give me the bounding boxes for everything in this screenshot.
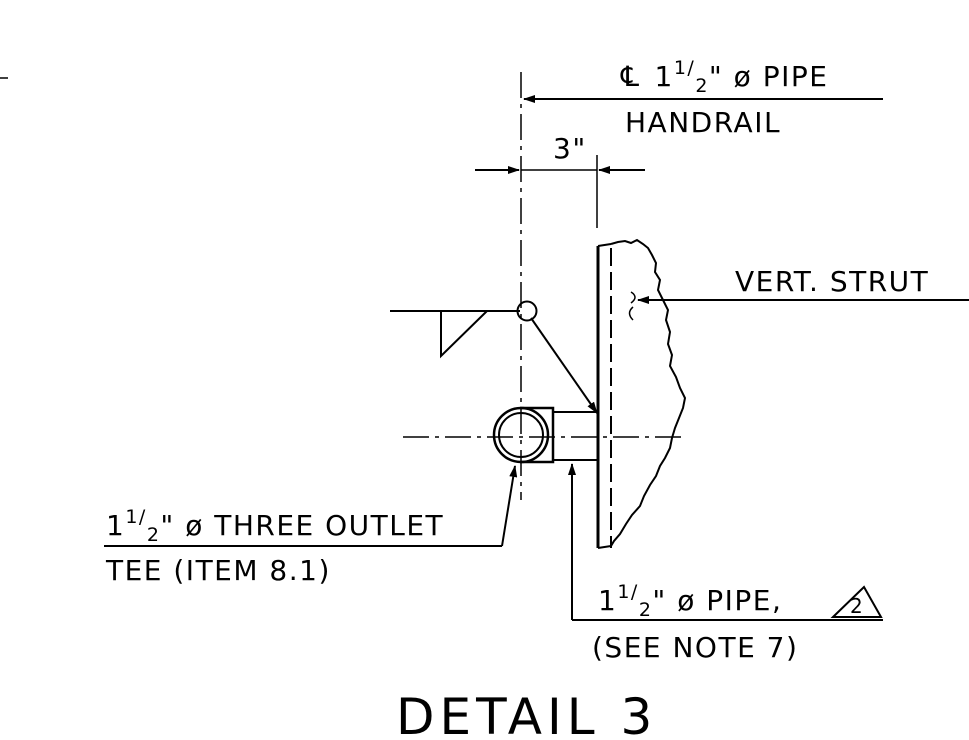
strut-break-line bbox=[610, 238, 687, 547]
tee-body bbox=[520, 406, 555, 464]
strut-label: VERT. STRUT bbox=[735, 265, 929, 298]
tee-label-line1: 11/2" ø THREE OUTLET bbox=[106, 506, 444, 546]
tee-label-line2: TEE (ITEM 8.1) bbox=[105, 554, 331, 587]
centerline-symbol: ℄ bbox=[620, 60, 640, 93]
handrail-label-line1: ℄11/2" ø PIPE bbox=[620, 57, 828, 97]
top-rail-circle bbox=[516, 300, 538, 322]
dimension-label: 3" bbox=[553, 132, 587, 165]
tee-inner-circle bbox=[498, 412, 544, 458]
pipe-label-line2: (SEE NOTE 7) bbox=[592, 631, 798, 664]
handrail-label-line2: HANDRAIL bbox=[625, 106, 781, 139]
revision-triangle-icon bbox=[830, 585, 883, 618]
diagonal-leader bbox=[530, 317, 598, 414]
wedge-symbol bbox=[440, 310, 488, 359]
strut-cl-mark-bottom bbox=[628, 306, 634, 321]
strut-cl-mark-top bbox=[630, 291, 636, 304]
strut-plate-bottom bbox=[597, 545, 612, 549]
detail-title: DETAIL 3 bbox=[396, 688, 657, 740]
pipe-label-line1: 11/2" ø PIPE, bbox=[598, 581, 782, 621]
strut-plate-top bbox=[597, 243, 612, 247]
tee-leader-arrow bbox=[501, 465, 518, 547]
revision-number: 2 bbox=[850, 594, 863, 618]
